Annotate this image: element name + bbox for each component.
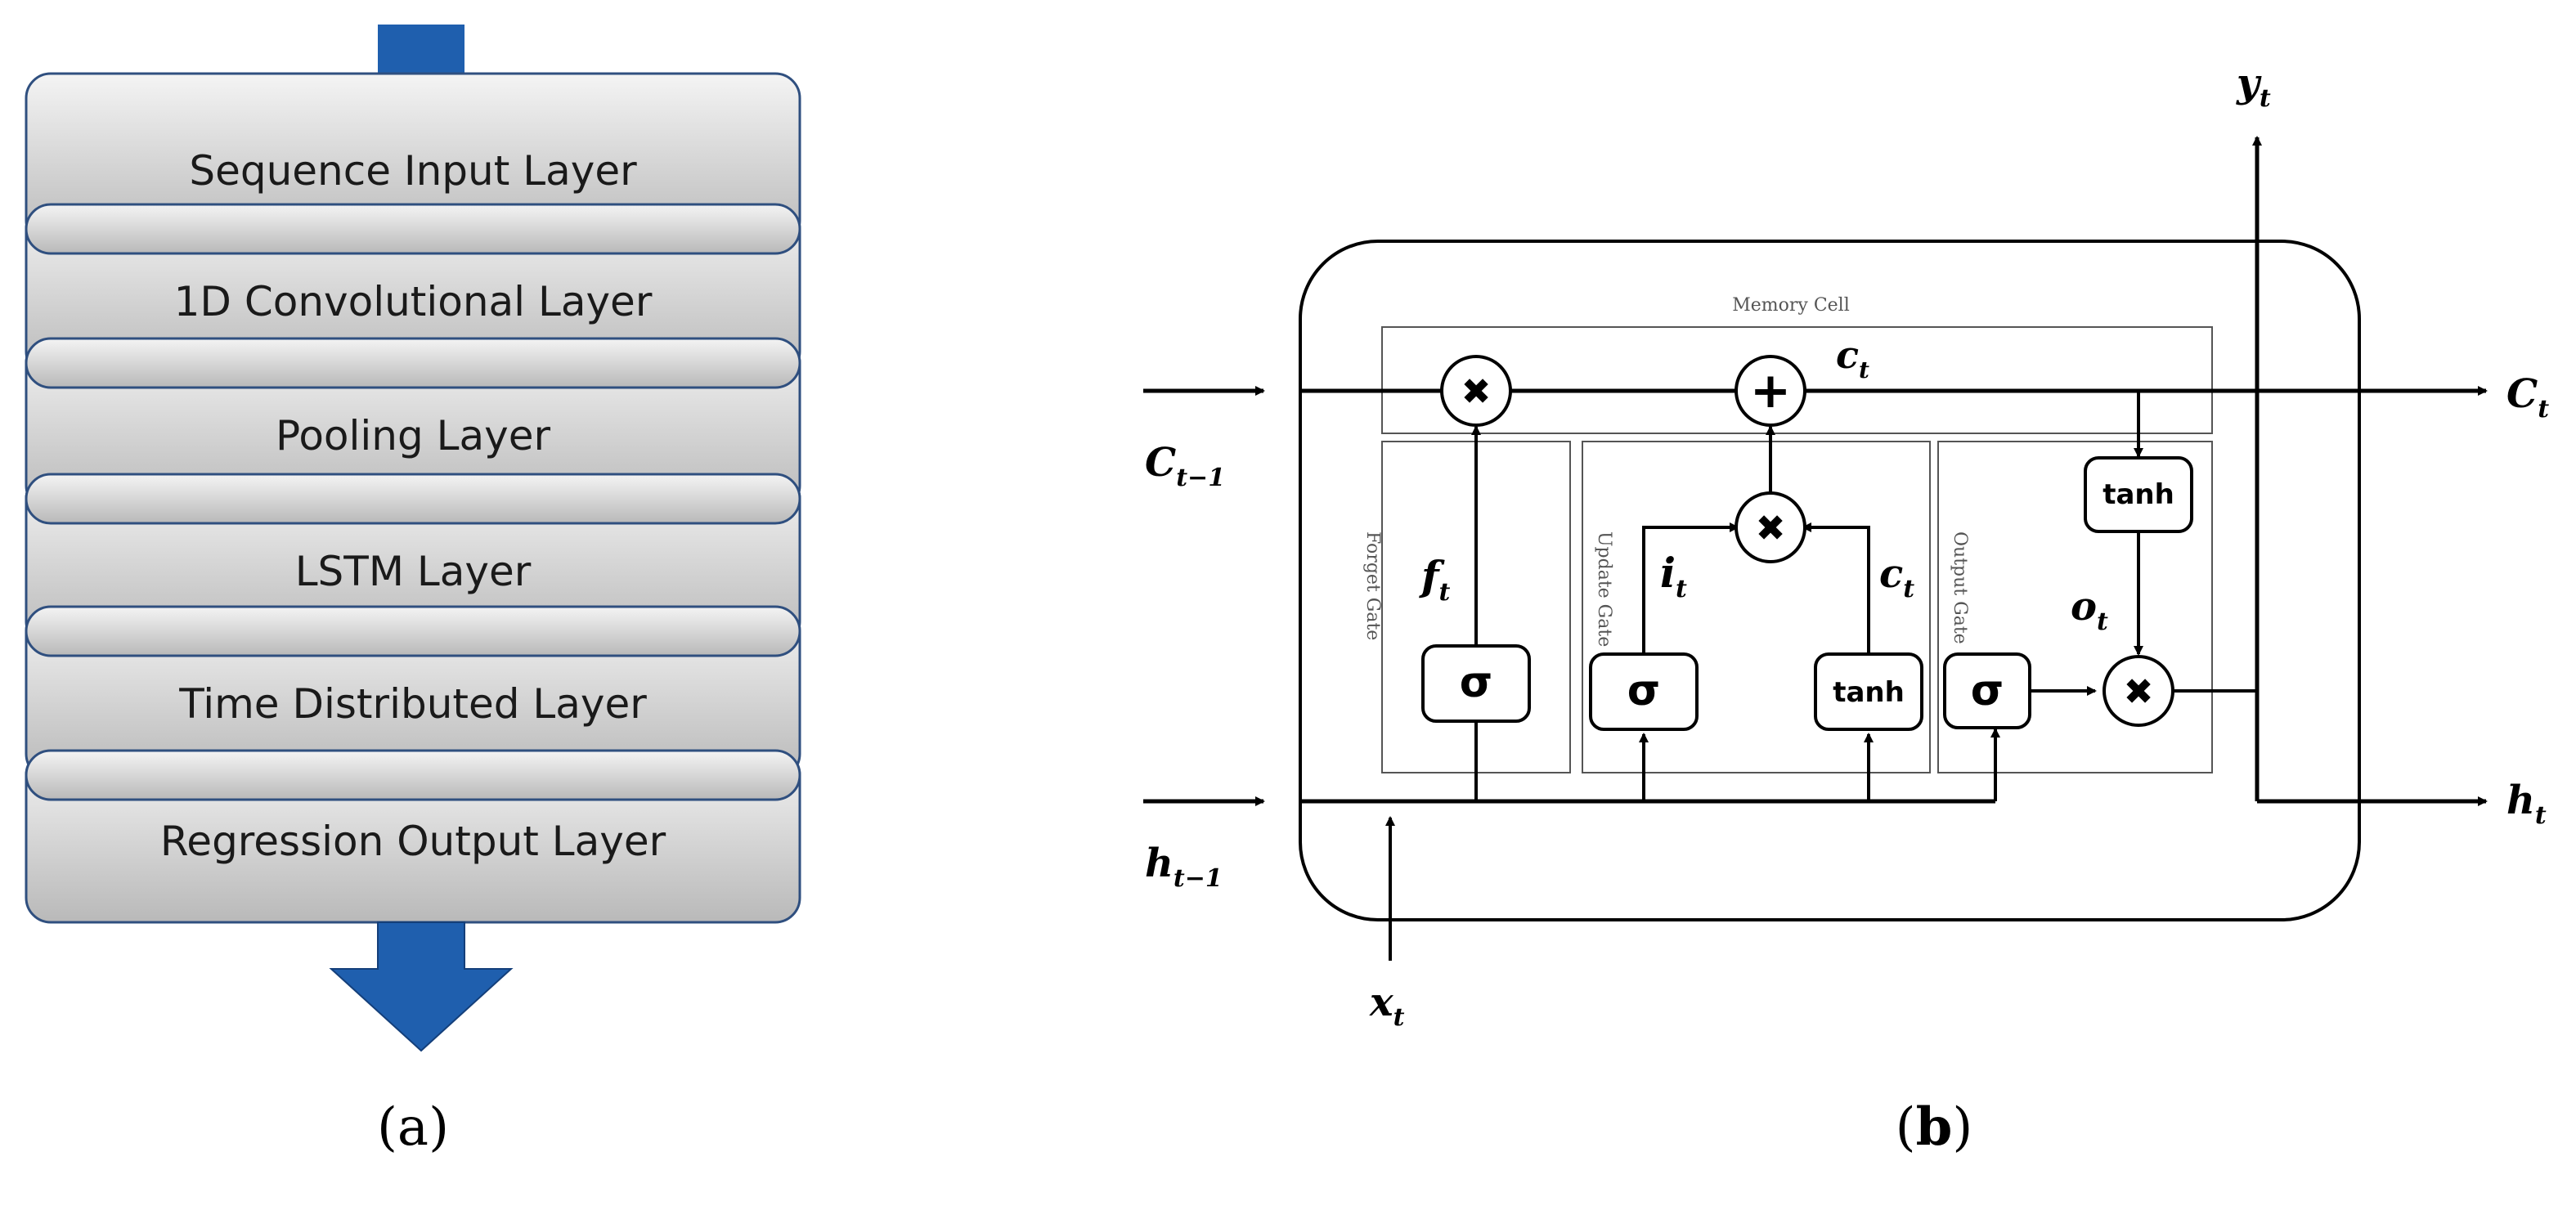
input-gate-output-line (1642, 522, 1739, 654)
layer-top-pooling (25, 337, 801, 389)
forget-sigma-box: σ (1421, 644, 1531, 723)
forget-multiply-icon: ✖ (1461, 371, 1492, 413)
c-next-label: Ct (2506, 371, 2549, 424)
panel-a-caption: (a) (377, 1097, 449, 1158)
lstm-cell-diagram: Memory Cell Forget Gate Update Gate Outp… (1143, 61, 2549, 1158)
h-next-label: ht (2506, 778, 2547, 830)
forget-gate-label: Forget Gate (1362, 531, 1383, 640)
layer-top-regression-output (25, 749, 801, 801)
y-output-label: yt (2236, 61, 2271, 113)
layer-top-time-distributed (25, 605, 801, 657)
c-prev-label: Ct−1 (1145, 440, 1225, 492)
update-gate-label: Update Gate (1594, 531, 1614, 647)
output-gate-label: Output Gate (1950, 531, 1970, 644)
candidate-output-line (1802, 522, 1870, 654)
output-sigma-box: σ (1943, 652, 2031, 729)
memory-cell-label: Memory Cell (1732, 295, 1850, 316)
candidate-tanh-box: tanh (1814, 652, 1923, 731)
layer-label-time-distributed: Time Distributed Layer (178, 680, 647, 728)
forget-multiply-node: ✖ (1440, 355, 1512, 427)
cell-tanh-box: tanh (2084, 456, 2193, 533)
update-multiply-node: ✖ (1735, 491, 1806, 563)
layer-overlaps (25, 203, 801, 801)
input-sigma-label: σ (1627, 666, 1661, 715)
cell-add-node: + (1735, 355, 1806, 427)
h-prev-label: ht−1 (1145, 841, 1223, 893)
lstm-cell-boundary (1299, 240, 2361, 921)
output-multiply-icon: ✖ (2124, 671, 2154, 713)
forget-sigma-label: σ (1460, 658, 1493, 707)
input-sigma-box: σ (1589, 652, 1699, 731)
layer-top-convolutional (25, 203, 801, 255)
x-input-label: xt (1369, 980, 1405, 1032)
input-gate-var-label: it (1660, 549, 1687, 603)
output-sigma-label: σ (1971, 666, 2004, 715)
layer-label-lstm: LSTM Layer (295, 548, 532, 595)
update-multiply-icon: ✖ (1756, 508, 1786, 549)
layer-top-lstm (25, 473, 801, 525)
layer-label-convolutional: 1D Convolutional Layer (174, 278, 653, 325)
forget-gate-var-label: ft (1419, 552, 1451, 607)
cell-tanh-label: tanh (2103, 478, 2174, 511)
candidate-var-label: ct (1879, 551, 1914, 603)
output-gate-var-label: ot (2071, 584, 2108, 636)
layer-label-regression-output: Regression Output Layer (160, 818, 666, 865)
update-gate-box (1582, 441, 1931, 773)
output-gate-box (1937, 441, 2213, 773)
cell-state-label: ct (1836, 333, 1869, 383)
layer-label-sequence-input: Sequence Input Layer (189, 147, 637, 195)
output-multiply-node: ✖ (2103, 655, 2174, 727)
output-arrow (329, 921, 514, 1052)
candidate-tanh-label: tanh (1833, 676, 1905, 709)
add-icon: + (1750, 362, 1791, 419)
cnn-lstm-architecture-diagram: Sequence Input Layer 1D Convolutional La… (25, 25, 801, 1158)
input-arrow-stub (378, 25, 464, 82)
layer-label-pooling: Pooling Layer (276, 412, 551, 460)
panel-b-caption: (b) (1896, 1096, 1973, 1158)
memory-cell-box (1381, 326, 2213, 434)
